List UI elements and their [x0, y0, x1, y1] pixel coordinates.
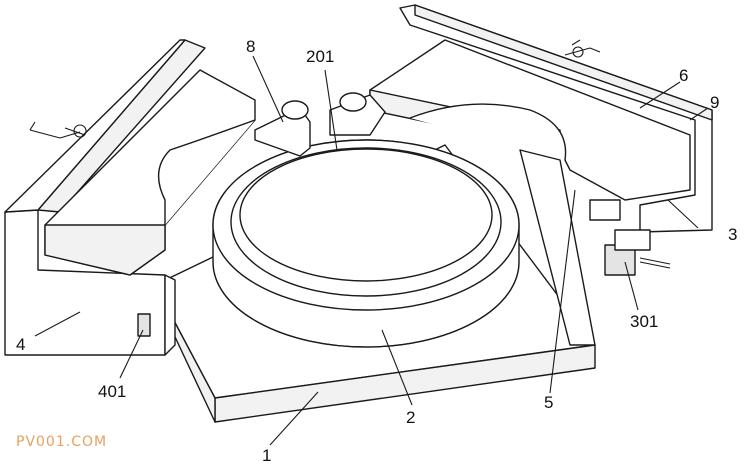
right-crank: [564, 39, 601, 58]
callout-1: 1: [262, 446, 271, 465]
callout-4: 4: [16, 335, 25, 354]
right-jaw: [369, 39, 691, 201]
leader-lines: [34, 55, 709, 446]
left-bracket: [137, 313, 151, 337]
right-support: [399, 4, 713, 233]
callout-6: 6: [679, 66, 688, 85]
callout-3: 3: [728, 225, 737, 244]
callout-5: 5: [544, 393, 553, 412]
rollers: [254, 92, 386, 157]
callout-401: 401: [98, 382, 126, 401]
callout-2: 2: [406, 408, 415, 427]
left-crank: [29, 121, 87, 139]
left-support: [4, 39, 206, 356]
left-jaw: [44, 69, 256, 276]
callout-8: 8: [246, 37, 255, 56]
slope-face: [519, 149, 596, 346]
callout-201: 201: [306, 47, 334, 66]
callout-301: 301: [630, 312, 658, 331]
callout-9: 9: [710, 93, 719, 112]
right-bracket: [589, 199, 671, 276]
watermark-text: PV001.COM: [16, 434, 108, 450]
ring-platform: [212, 139, 520, 348]
callout-labels: 1 2 3 4 5 6 8 9 201 301 401: [16, 37, 737, 465]
